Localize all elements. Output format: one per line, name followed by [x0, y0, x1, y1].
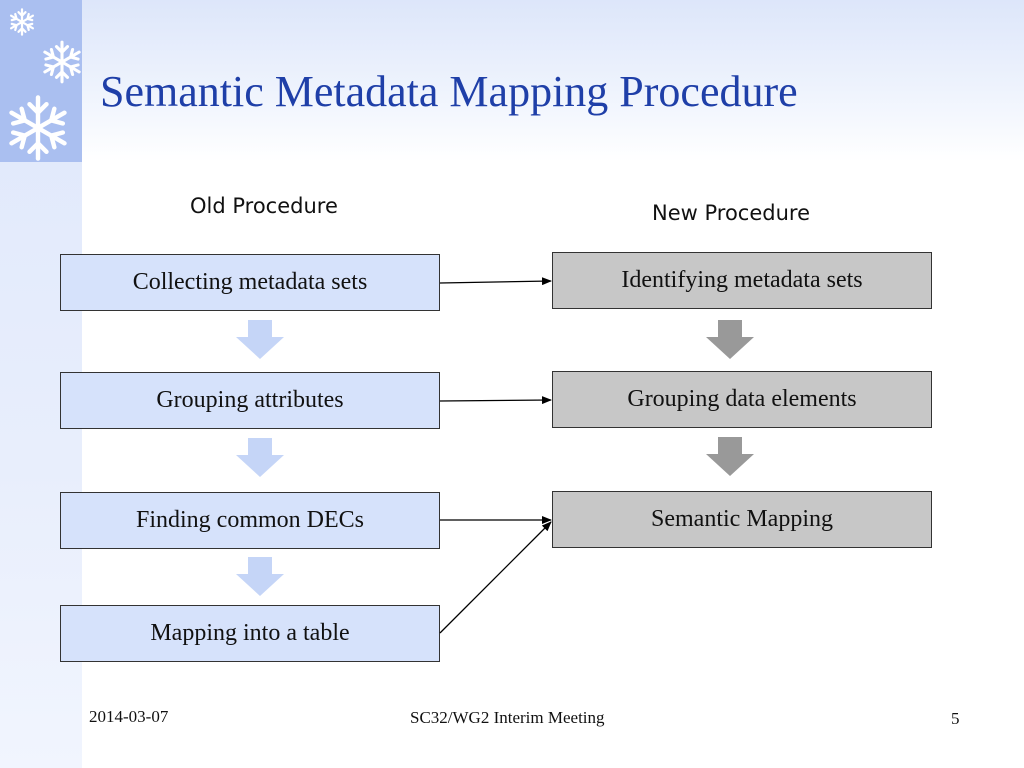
slide-title: Semantic Metadata Mapping Procedure [100, 67, 798, 116]
page-number: 5 [951, 709, 960, 728]
right-arrow-icon [439, 521, 552, 634]
down-arrow-icon [236, 557, 284, 596]
old-procedure-heading: Old Procedure [190, 194, 338, 218]
old-step-collecting-metadata-sets: Collecting metadata sets [60, 254, 440, 311]
snowflake-icon [9, 8, 35, 36]
new-procedure-heading: New Procedure [652, 201, 810, 225]
snowflake-icon [43, 40, 81, 84]
snowflake-icon [9, 95, 67, 161]
old-step-finding-common-decs: Finding common DECs [60, 492, 440, 549]
down-arrow-icon [236, 320, 284, 359]
footer-meeting: SC32/WG2 Interim Meeting [410, 708, 605, 727]
new-step-identifying-metadata-sets: Identifying metadata sets [552, 252, 932, 309]
footer-date: 2014-03-07 [89, 707, 169, 726]
down-arrow-icon [706, 320, 754, 359]
right-arrow-icon [439, 396, 552, 405]
old-step-mapping-into-table: Mapping into a table [60, 605, 440, 662]
old-step-grouping-attributes: Grouping attributes [60, 372, 440, 429]
header-background [82, 0, 1024, 162]
new-step-grouping-data-elements: Grouping data elements [552, 371, 932, 428]
right-arrow-icon [439, 277, 552, 286]
down-arrow-icon [706, 437, 754, 476]
new-step-semantic-mapping: Semantic Mapping [552, 491, 932, 548]
down-arrow-icon [236, 438, 284, 477]
